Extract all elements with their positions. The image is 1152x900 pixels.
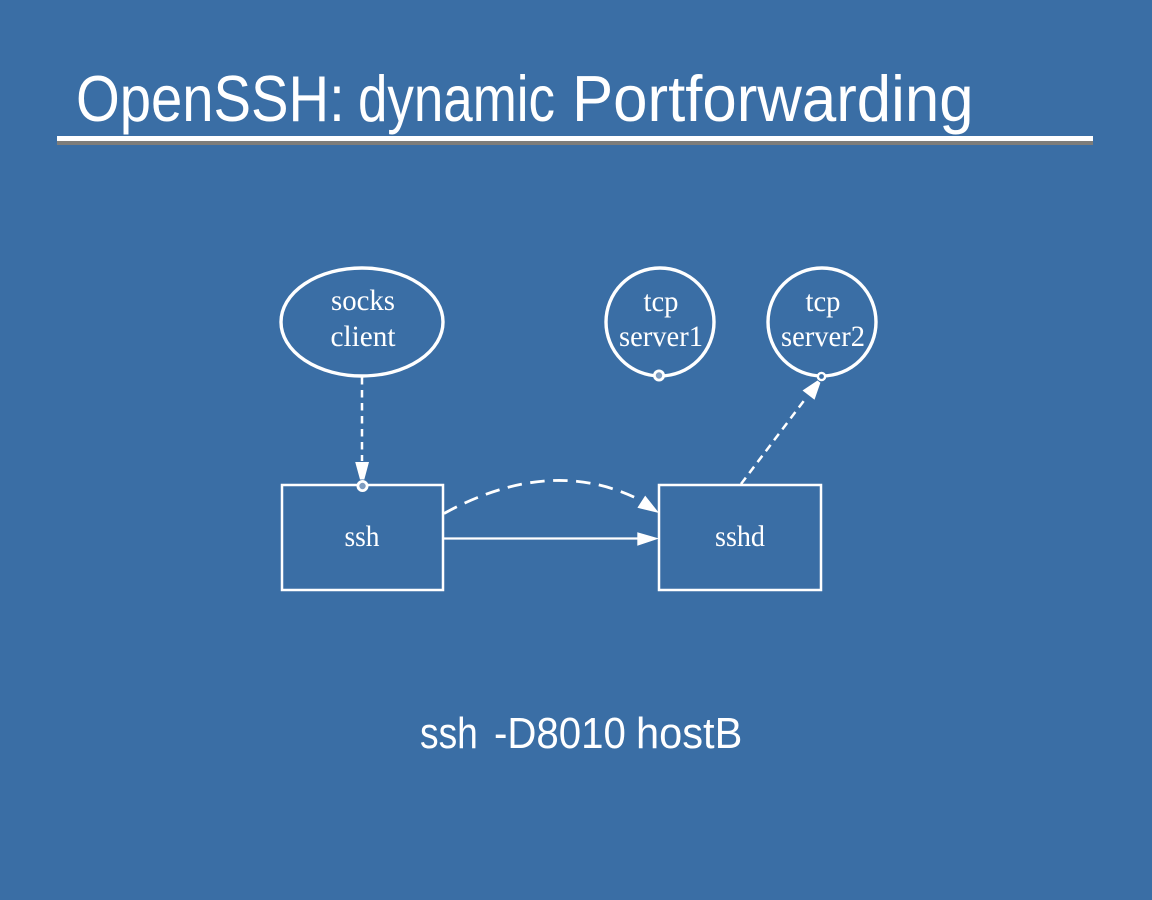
svg-text:socks: socks [331, 284, 395, 317]
svg-text:sshd: sshd [715, 520, 765, 553]
svg-text:ssh: ssh [345, 520, 380, 553]
svg-text:tcp: tcp [806, 285, 841, 318]
svg-text:tcp: tcp [644, 285, 679, 318]
svg-text:client: client [331, 320, 397, 353]
svg-text:server2: server2 [781, 320, 865, 353]
svg-text:server1: server1 [619, 320, 703, 353]
